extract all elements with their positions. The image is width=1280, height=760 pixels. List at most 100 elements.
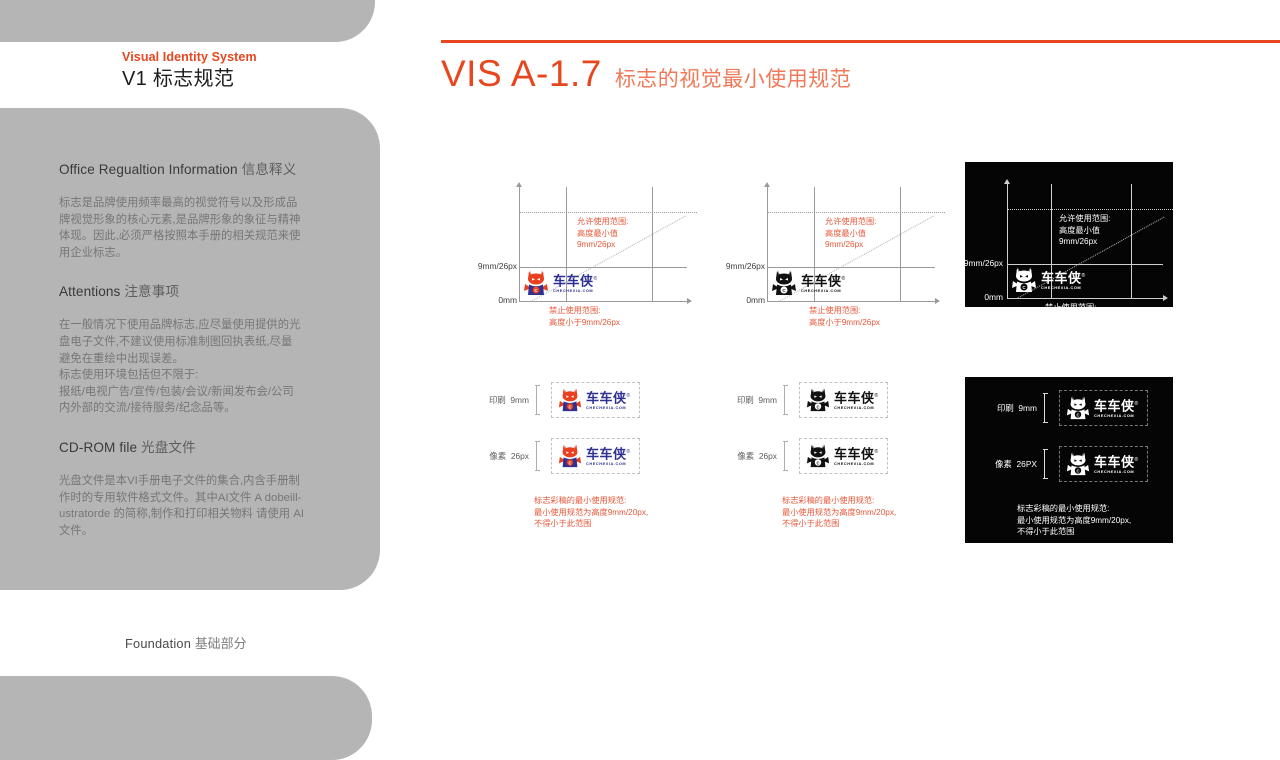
size-row-label: 像素 26PX — [995, 459, 1037, 469]
axis-label-zero: 0mm — [498, 295, 517, 305]
y-axis-arrow-icon — [764, 182, 770, 187]
brand-logo: C 车车侠® CHECHEXIA.COM — [1011, 266, 1086, 294]
brand-logo: C 车车侠® CHECHEXIA.COM — [1066, 395, 1139, 421]
x-axis — [767, 301, 935, 302]
sidebar-footer-band — [0, 590, 380, 676]
panel-min-size-color: 9mm/26px 0mm 允许使用范围: 高度最小值 9mm/26px 禁止使用… — [471, 173, 697, 327]
sidebar-eyebrow: Visual Identity System — [122, 50, 257, 64]
section-body-cdrom: 光盘文件是本VI手册电子文件的集合,内含手册制 作时的专用软件格式文件。其中AI… — [59, 473, 327, 539]
size-rows-inverse: 印刷 9mm — [979, 390, 1148, 538]
cat-superhero-mascot-icon: C — [558, 388, 582, 412]
brand-wordmark-group: 车车侠® CHECHEXIA.COM — [1094, 397, 1139, 419]
size-row-label: 印刷 9mm — [996, 403, 1037, 413]
brand-logo: C 车车侠® CHECHEXIA.COM — [523, 269, 598, 297]
note-line: 高度小于9mm/26px — [1045, 314, 1116, 324]
header-rule — [441, 40, 1280, 43]
caption-line: 标志彩稿的最小使用规范: — [534, 496, 627, 505]
grid-vline-2 — [652, 187, 653, 301]
axis-diagram-color: 9mm/26px 0mm 允许使用范围: 高度最小值 9mm/26px 禁止使用… — [471, 173, 697, 327]
caption-line: 不得小于此范围 — [1017, 527, 1075, 537]
section-title-attentions: Attentions 注意事项 — [59, 282, 327, 301]
note-line: 高度最小值 — [825, 228, 866, 238]
section-body-line: 盘电子文件,不建议使用标准制图回执表纸,尽量 — [59, 335, 293, 348]
axis-label-zero: 0mm — [746, 295, 765, 305]
caption-line: 最小使用规范为高度9mm/20px, — [534, 507, 649, 517]
brand-wordmark-group: 车车侠® CHECHEXIA.COM — [1041, 269, 1086, 291]
brand-url: CHECHEXIA.COM — [1041, 285, 1082, 291]
size-row-pixel: 像素 26PX — [979, 446, 1148, 482]
sidebar-footer: Foundation 基础部分 — [125, 633, 247, 652]
brand-wordmark: 车车侠® — [801, 273, 846, 289]
brand-url: CHECHEXIA.COM — [1094, 469, 1135, 475]
caption-line: 不得小于此范围 — [534, 519, 592, 529]
section-body-line: 避免在重绘中出现误差。 — [59, 352, 184, 365]
footer-label-cn: 基础部分 — [194, 636, 247, 651]
section-title-cdrom-cn: 光盘文件 — [141, 439, 196, 455]
brand-wordmark-group: 车车侠® CHECHEXIA.COM — [834, 445, 879, 467]
size-rows-mono: 印刷 9mm — [719, 382, 896, 530]
brand-url: CHECHEXIA.COM — [553, 288, 594, 294]
caption-min-usage-color: 标志彩稿的最小使用规范: 最小使用规范为高度9mm/20px, 不得小于此范围 — [534, 495, 648, 530]
section-title-attentions-en: Attentions — [59, 284, 121, 300]
section-body-line: 用企业标志。 — [59, 246, 128, 259]
note-allowed-range: 允许使用范围: 高度最小值 9mm/26px — [825, 216, 876, 251]
dimension-bracket-icon — [783, 441, 792, 471]
logo-sample-mono: C 车车侠® CHECHEXIA.COM — [771, 269, 846, 297]
grid-dotted-top — [519, 212, 697, 213]
logo-clearspace-box: C 车车侠® CHECHEXIA.COM — [1059, 390, 1148, 426]
logo-clearspace-box: C 车车侠® CHECHEXIA.COM — [799, 438, 888, 474]
section-title-info-en: Office Regualtion Information — [59, 162, 238, 177]
svg-text:C: C — [1077, 468, 1080, 473]
x-axis-arrow-icon — [935, 298, 940, 304]
y-axis — [1007, 184, 1008, 298]
panel-size-spec-inverse: 印刷 9mm — [965, 377, 1173, 543]
sidebar-title-band — [0, 42, 380, 108]
cat-superhero-mascot-icon: C — [1012, 267, 1036, 292]
note-line: 高度小于9mm/26px — [549, 317, 620, 327]
size-row-print: 印刷 9mm — [471, 382, 648, 418]
section-body-line: 内外部的交流/接待服务/纪念品等。 — [59, 402, 236, 415]
brand-logo: C 车车侠® CHECHEXIA.COM — [558, 387, 631, 413]
brand-wordmark: 车车侠® — [834, 446, 879, 462]
sidebar-panel-main — [0, 108, 380, 590]
x-axis-arrow-icon — [1163, 295, 1168, 301]
section-title-attentions-cn: 注意事项 — [124, 284, 180, 300]
axis-label-min: 9mm/26px — [725, 261, 765, 271]
brand-logo: C 车车侠® CHECHEXIA.COM — [1066, 451, 1139, 477]
sidebar-version-title: V1 标志规范 — [122, 68, 235, 90]
size-row-label: 像素 26px — [737, 451, 777, 461]
page-header: VIS A-1.7 标志的视觉最小使用规范 — [441, 40, 1280, 95]
note-line: 高度最小值 — [577, 228, 618, 238]
section-title-info-cn: 信息释义 — [241, 162, 297, 177]
dimension-bracket-icon — [535, 441, 544, 471]
y-axis-arrow-icon — [516, 182, 522, 187]
brand-logo: C 车车侠® CHECHEXIA.COM — [806, 443, 879, 469]
panel-min-size-inverse: 9mm/26px 0mm 允许使用范围: 高度最小值 9mm/26px 禁止使用… — [964, 162, 1173, 324]
grid-dotted-top — [767, 212, 945, 213]
sidebar-panel-bottom — [0, 676, 372, 760]
grid-hline-min — [519, 267, 687, 268]
note-line: 允许使用范围: — [825, 217, 877, 226]
note-allowed-range: 允许使用范围: 高度最小值 9mm/26px — [577, 216, 628, 251]
section-title-cdrom-en: CD-ROM file — [59, 439, 138, 455]
section-body-line: 光盘文件是本VI手册电子文件的集合,内含手册制 — [59, 474, 300, 487]
grid-vline-1 — [566, 187, 567, 301]
section-title-info: Office Regualtion Information 信息释义 — [59, 160, 327, 179]
dimension-bracket-icon — [535, 385, 544, 415]
logo-sample-color: C 车车侠® CHECHEXIA.COM — [523, 269, 598, 297]
diagram-grid: 9mm/26px 0mm 允许使用范围: 高度最小值 9mm/26px 禁止使用… — [441, 155, 1280, 575]
size-row-print: 印刷 9mm — [979, 390, 1148, 426]
size-row-print: 印刷 9mm — [719, 382, 896, 418]
note-line: 禁止使用范围: — [549, 306, 601, 315]
section-body-line: 牌视觉形象的核心元素,是品牌形象的象征与精神 — [59, 213, 301, 226]
logo-clearspace-box: C 车车侠® CHECHEXIA.COM — [551, 438, 640, 474]
panel-size-spec-color: 印刷 9mm — [471, 382, 648, 530]
size-row-label: 印刷 9mm — [488, 395, 529, 405]
grid-hline-min — [767, 267, 935, 268]
dimension-bracket-icon — [1043, 393, 1052, 423]
logo-clearspace-box: C 车车侠® CHECHEXIA.COM — [551, 382, 640, 418]
footer-label-en: Foundation — [125, 636, 192, 651]
brand-wordmark: 车车侠® — [1094, 454, 1139, 470]
note-forbidden-range: 禁止使用范围: 高度小于9mm/26px — [809, 305, 880, 328]
logo-clearspace-box: C 车车侠® CHECHEXIA.COM — [1059, 446, 1148, 482]
